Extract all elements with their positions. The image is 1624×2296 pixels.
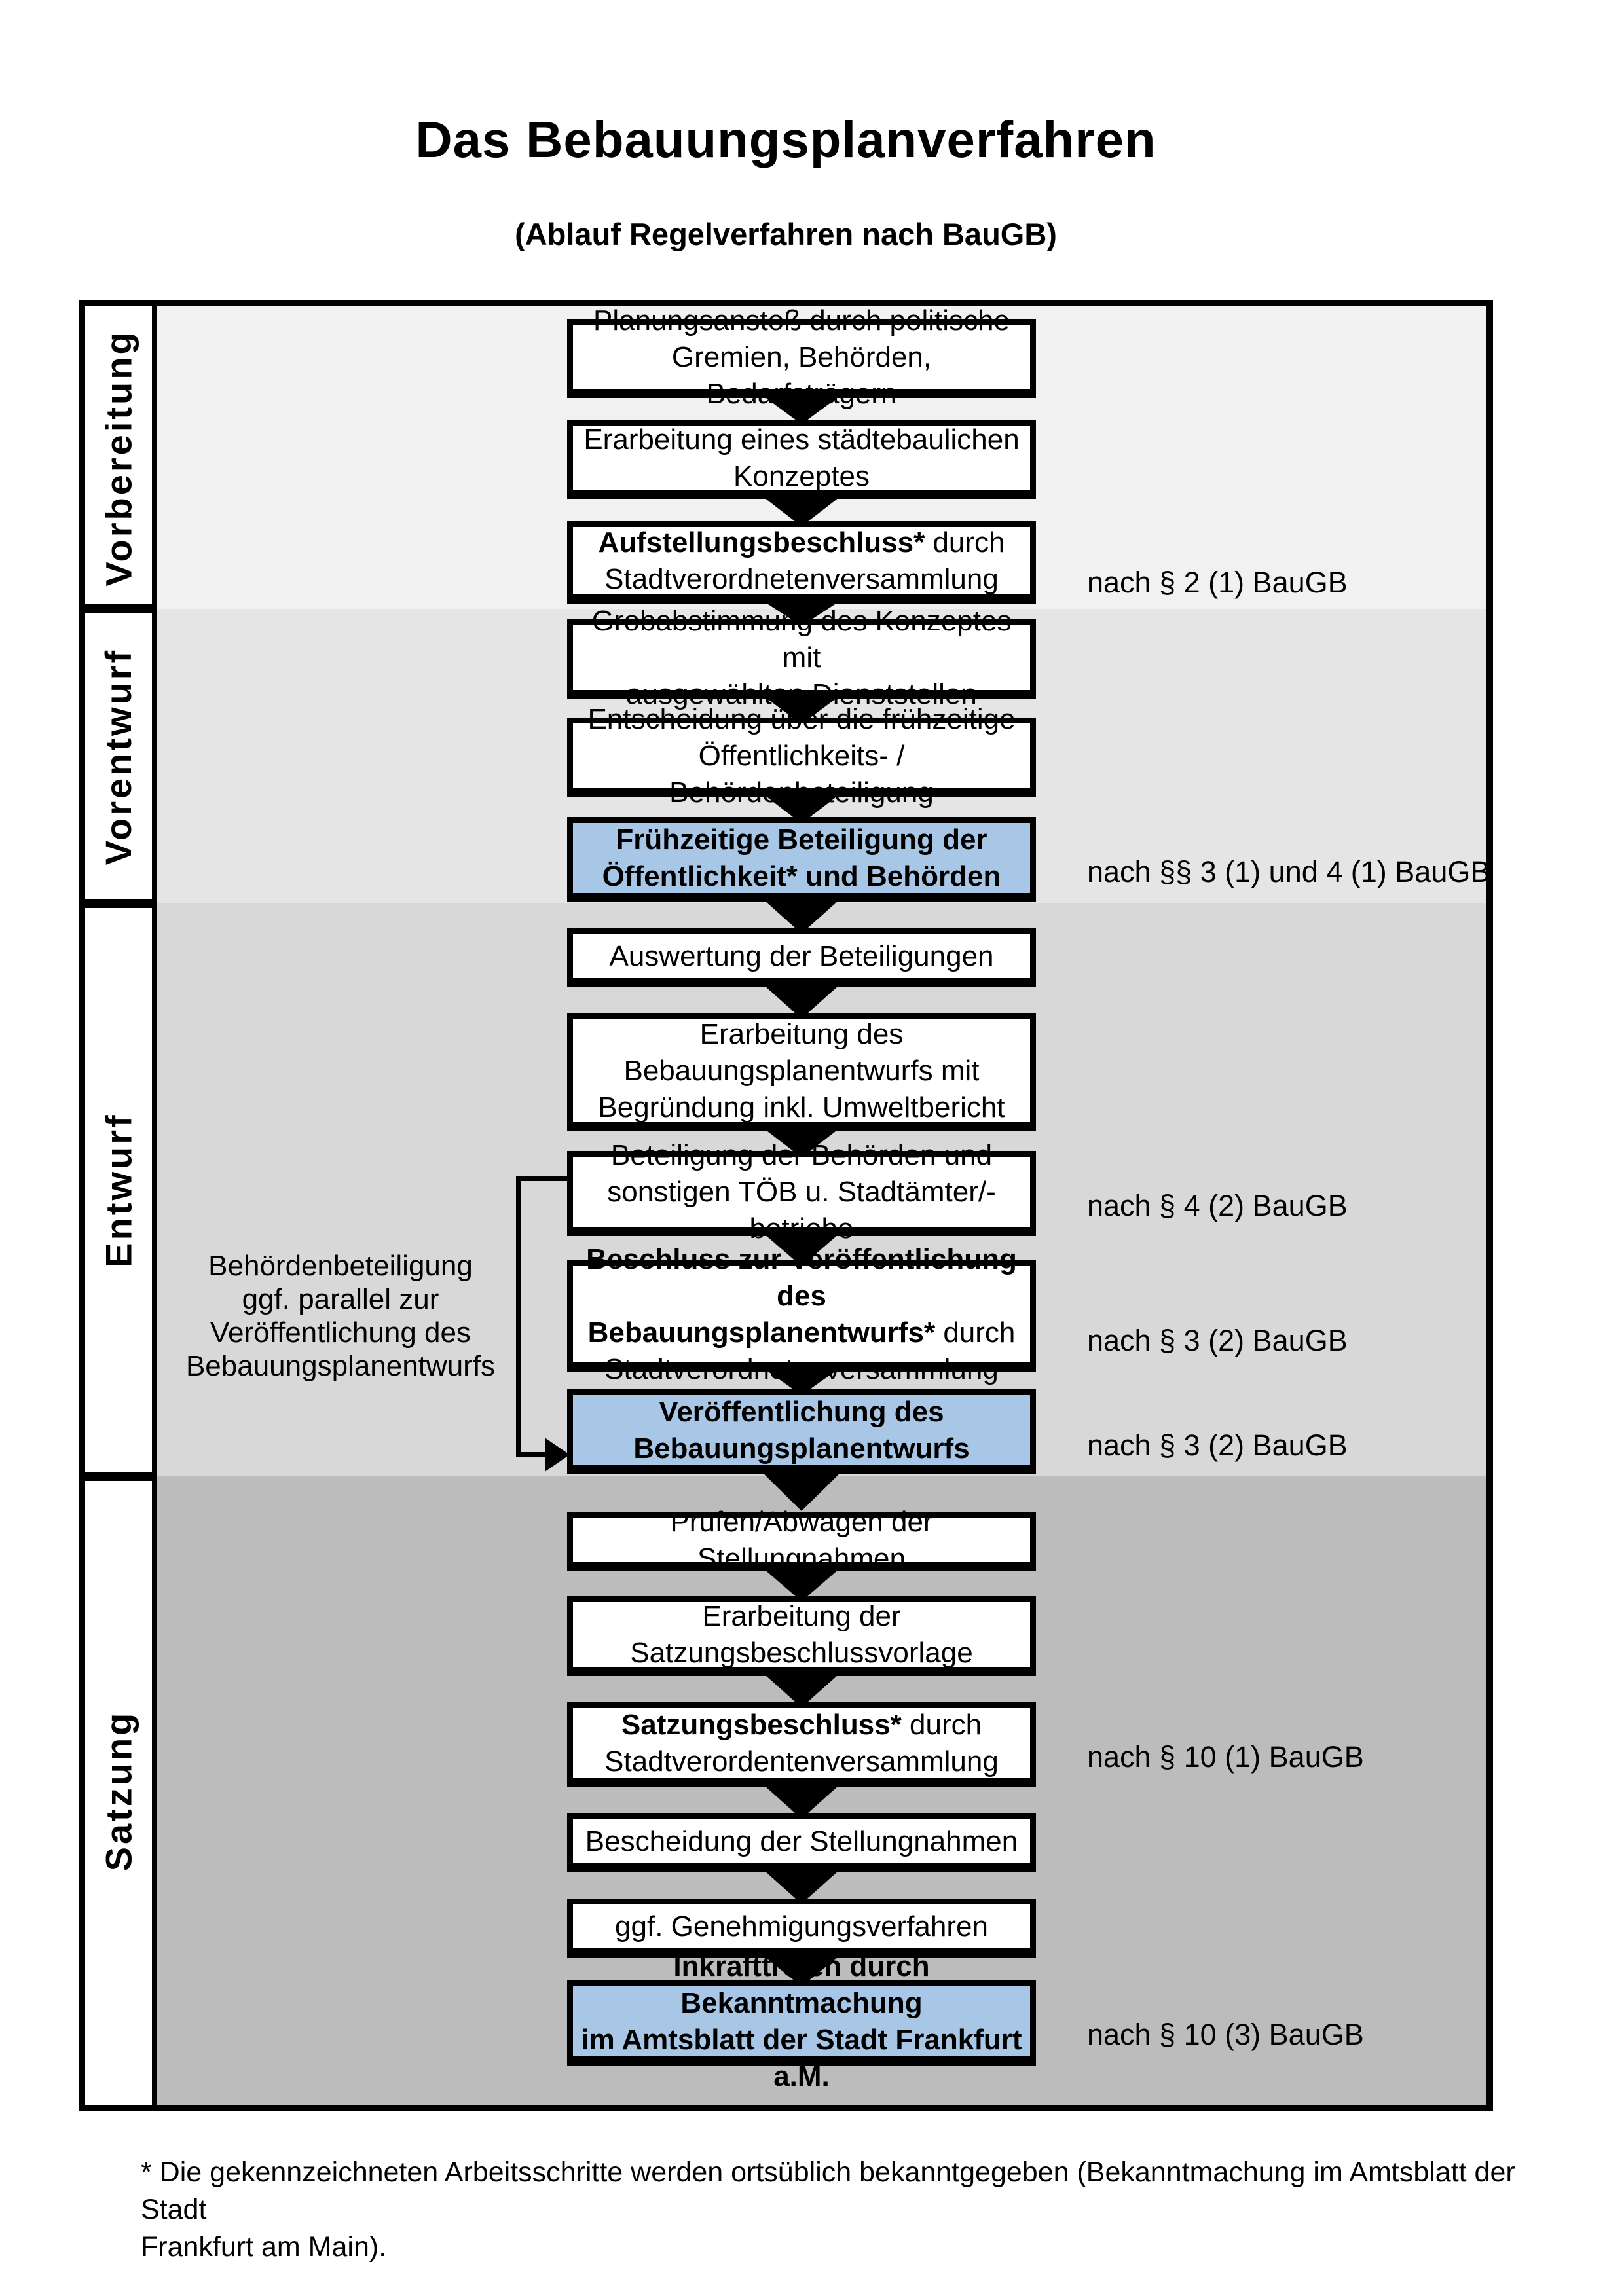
flow-box-satzungsbeschluss: Satzungsbeschluss* durch Stadtverordente… <box>567 1702 1036 1787</box>
flow-box-veroeffentlichungsbeschluss: Beschluss zur Veröffentlichung des Bebau… <box>567 1243 1036 1385</box>
down-arrow <box>759 1230 844 1266</box>
flow-box-genehmigungsverfahren: ggf. Genehmigungsverfahren <box>567 1899 1036 1958</box>
flow-box-pruefen-abwaegen: Prüfen/Abwägen der Stellungnahmen <box>567 1506 1036 1575</box>
flow-box-text: Bescheidung der Stellungnahmen <box>585 1825 1018 1857</box>
down-arrow <box>759 1866 844 1904</box>
flow-box-text: Prüfen/Abwägen der Stellungnahmen <box>670 1505 933 1575</box>
down-arrow <box>759 1565 844 1601</box>
flow-box-text: Erarbeitung des Bebauungsplanentwurfs mi… <box>598 1017 1005 1123</box>
flow-box-planungsanstoss: Planungsanstoß durch politische Gremien,… <box>567 304 1036 410</box>
flow-box-grobabstimmung: Grobabstimmung des Konzeptes mit ausgewä… <box>567 605 1036 710</box>
phase-label-satzung: Satzung <box>84 1476 153 2105</box>
phase-label-text: Entwurf <box>98 1112 139 1267</box>
legal-ref-inkrafttreten: nach § 10 (3) BauGB <box>1087 2018 1364 2051</box>
phase-label-divider <box>85 1472 152 1481</box>
flow-box-auswertung: Auswertung der Beteiligungen <box>567 928 1036 987</box>
flow-box-text: Erarbeitung der Satzungsbeschlussvorlage <box>630 1599 973 1669</box>
flowchart-frame <box>79 300 1493 2111</box>
legal-ref-satzungsbeschluss: nach § 10 (1) BauGB <box>1087 1740 1364 1774</box>
flow-box-text: Auswertung der Beteiligungen <box>609 939 994 972</box>
phase-label-text: Vorentwurf <box>98 647 139 865</box>
flow-box-text: Frühzeitige Beteiligung der Öffentlichke… <box>602 823 1001 892</box>
page-subtitle: (Ablauf Regelverfahren nach BauGB) <box>515 217 1057 251</box>
label-column-separator <box>152 306 157 2105</box>
legal-ref-veroeffentlichungsbeschluss: nach § 3 (2) BauGB <box>1087 1324 1348 1357</box>
legal-ref-aufstellungsbeschluss: nach § 2 (1) BauGB <box>1087 566 1348 599</box>
down-arrow <box>759 896 844 934</box>
down-arrow <box>759 393 844 424</box>
phase-label-vorentwurf: Vorentwurf <box>84 609 153 903</box>
down-arrow <box>759 1669 844 1707</box>
flow-box-satzungsvorlage: Erarbeitung der Satzungsbeschlussvorlage <box>567 1596 1036 1676</box>
flow-box-text: Beschluss zur Veröffentlichung des Bebau… <box>586 1243 1017 1385</box>
flow-box-text: Grobabstimmung des Konzeptes mit ausgewä… <box>591 604 1012 710</box>
flow-box-text: Veröffentlichung des Bebauungsplanentwur… <box>633 1395 970 1465</box>
phase-label-divider <box>85 604 152 613</box>
phase-label-text: Satzung <box>98 1710 139 1871</box>
page-title: Das Bebauungsplanverfahren <box>415 111 1156 168</box>
elbow-connector-vertical <box>516 1176 521 1457</box>
legal-ref-behoerdenbeteiligung: nach § 4 (2) BauGB <box>1087 1189 1348 1222</box>
down-arrow <box>759 1781 844 1819</box>
phase-label-vorbereitung: Vorbereitung <box>84 306 153 609</box>
flow-box-konzept-erarbeitung: Erarbeitung eines städtebaulichen Konzep… <box>567 420 1036 499</box>
flow-box-text: Beteiligung der Behörden und sonstigen T… <box>607 1139 996 1245</box>
flow-box-veroeffentlichung: Veröffentlichung des Bebauungsplanentwur… <box>567 1389 1036 1474</box>
flow-box-inkrafttreten: Inkrafttreten durch Bekanntmachung im Am… <box>567 1950 1036 2092</box>
flow-box-fruehzeitige-beteiligung: Frühzeitige Beteiligung der Öffentlichke… <box>567 817 1036 902</box>
flow-box-text: ggf. Genehmigungsverfahren <box>615 1910 988 1942</box>
flow-box-entwurf-erarbeitung: Erarbeitung des Bebauungsplanentwurfs mi… <box>567 1013 1036 1131</box>
elbow-connector-arrowhead-icon <box>545 1438 570 1472</box>
down-arrow <box>759 1469 844 1511</box>
side-note-parallel-beteiligung: Behördenbeteiligung ggf. parallel zur Ve… <box>185 1250 496 1382</box>
flow-box-text: Erarbeitung eines städtebaulichen Konzep… <box>583 423 1020 492</box>
flow-box-text: Inkrafttreten durch Bekanntmachung im Am… <box>581 1950 1022 2092</box>
down-arrow <box>759 494 844 526</box>
flow-box-text: Aufstellungsbeschluss* durch Stadtverord… <box>598 526 1005 595</box>
flow-box-behoerdenbeteiligung: Beteiligung der Behörden und sonstigen T… <box>567 1139 1036 1245</box>
flow-box-text: Planungsanstoß durch politische Gremien,… <box>593 304 1010 410</box>
flow-box-aufstellungsbeschluss: Aufstellungsbeschluss* durch Stadtverord… <box>567 521 1036 604</box>
legal-ref-veroeffentlichung: nach § 3 (2) BauGB <box>1087 1429 1348 1462</box>
flow-box-text: Satzungsbeschluss* durch Stadtverordente… <box>604 1708 999 1777</box>
elbow-connector-bottom <box>516 1452 546 1457</box>
phase-label-entwurf: Entwurf <box>84 903 153 1476</box>
legal-ref-fruehzeitige-beteiligung: nach §§ 3 (1) und 4 (1) BauGB <box>1087 855 1490 888</box>
phase-label-text: Vorbereitung <box>98 329 139 587</box>
elbow-connector-top <box>516 1176 567 1181</box>
footnote: * Die gekennzeichneten Arbeitsschritte w… <box>141 2157 1515 2263</box>
flow-box-entscheidung-beteiligung: Entscheidung über die frühzeitige Öffent… <box>567 703 1036 809</box>
flow-box-bescheidung: Bescheidung der Stellungnahmen <box>567 1813 1036 1872</box>
down-arrow <box>759 981 844 1019</box>
phase-label-divider <box>85 899 152 908</box>
